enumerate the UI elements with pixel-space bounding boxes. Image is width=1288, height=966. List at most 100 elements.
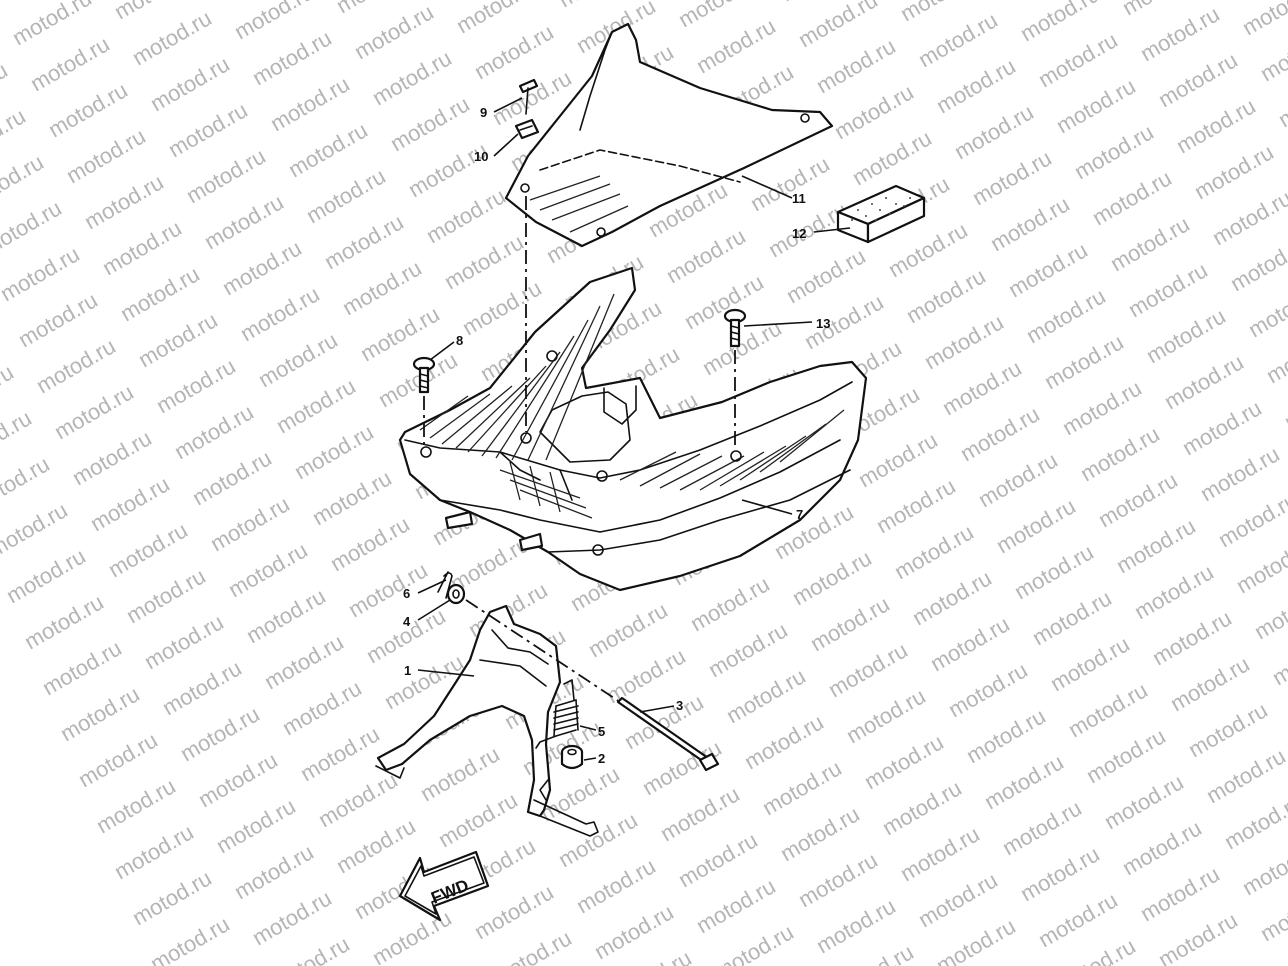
watermark-text: motod.ru <box>620 689 708 754</box>
watermark-text: motod.ru <box>1130 559 1218 624</box>
watermark-text: motod.ru <box>1190 139 1278 204</box>
watermark-text: motod.ru <box>998 795 1086 860</box>
watermark-text: motod.ru <box>110 819 198 884</box>
watermark-text: motod.ru <box>1022 283 1110 348</box>
watermark-text: motod.ru <box>470 879 558 944</box>
watermark-text: motod.ru <box>1208 185 1288 250</box>
watermark-text: motod.ru <box>686 571 774 636</box>
watermark-text: motod.ru <box>944 657 1032 722</box>
watermark-text: motod.ru <box>1160 349 1248 414</box>
watermark-text: motod.ru <box>326 511 414 576</box>
watermark-text: motod.ru <box>920 309 1008 374</box>
watermark-text: motod.ru <box>1076 421 1164 486</box>
watermark-text: motod.ru <box>704 617 792 682</box>
watermark-text: motod.ru <box>176 701 264 766</box>
part-9-screw <box>518 78 539 115</box>
watermark-text: motod.ru <box>140 609 228 674</box>
watermark-text: motod.ru <box>272 373 360 438</box>
callout-11: 11 <box>792 191 806 206</box>
watermark-text: motod.ru <box>182 143 270 208</box>
watermark-text: motod.ru <box>218 235 306 300</box>
watermark-text: motod.ru <box>86 471 174 536</box>
watermark-text: motod.ru <box>1058 375 1146 440</box>
watermark-text: motod.ru <box>812 893 900 958</box>
watermark-text: motod.ru <box>200 189 288 254</box>
watermark-text: motod.ru <box>260 629 348 694</box>
watermark-text: motod.ru <box>164 97 252 162</box>
part-7-floor-board <box>398 266 868 592</box>
watermark-text: motod.ru <box>194 747 282 812</box>
watermark-text: motod.ru <box>932 53 1020 118</box>
watermark-text: motod.ru <box>254 327 342 392</box>
watermark-text: motod.ru <box>1154 47 1242 112</box>
watermark-text: motod.ru <box>224 537 312 602</box>
watermark-text: motod.ru <box>416 741 504 806</box>
watermark-text: motod.ru <box>590 899 678 964</box>
watermark-text: motod.ru <box>1238 0 1288 40</box>
watermark-text: motod.ru <box>170 399 258 464</box>
watermark-text: motod.ru <box>1214 487 1288 552</box>
watermark-text: motod.ru <box>134 307 222 372</box>
watermark-text: motod.ru <box>1184 697 1272 762</box>
watermark-text: motod.ru <box>188 445 276 510</box>
callout-6: 6 <box>403 586 410 601</box>
watermark-text: motod.ru <box>266 71 354 136</box>
watermark-text: motod.ru <box>290 419 378 484</box>
watermark-text: motod.ru <box>308 465 396 530</box>
watermark-text: motod.ru <box>776 801 864 866</box>
part-2-collar <box>560 744 584 770</box>
part-13-bolt <box>723 308 747 348</box>
watermark-text: motod.ru <box>128 865 216 930</box>
watermark-text: motod.ru <box>992 493 1080 558</box>
watermark-text: motod.ru <box>692 13 780 78</box>
watermark-text: motod.ru <box>572 853 660 918</box>
watermark-text: motod.ru <box>986 191 1074 256</box>
watermark-text: motod.ru <box>926 611 1014 676</box>
watermark-text: motod.ru <box>1136 861 1224 926</box>
watermark-text: motod.ru <box>1064 677 1152 742</box>
watermark-text: motod.ru <box>32 333 120 398</box>
watermark-text: motod.ru <box>242 583 330 648</box>
watermark-text: motod.ru <box>830 79 918 144</box>
watermark-text: motod.ru <box>440 229 528 294</box>
watermark-text: motod.ru <box>38 635 126 700</box>
part-12-pad <box>836 184 926 244</box>
leader-lines <box>417 97 851 761</box>
watermark-text: motod.ru <box>680 269 768 334</box>
callout-3: 3 <box>676 698 683 713</box>
part-10-clip <box>514 118 540 140</box>
watermark-text: motod.ru <box>1052 73 1140 138</box>
watermark-text: motod.ru <box>656 781 744 846</box>
watermark-text: motod.ru <box>56 681 144 746</box>
watermark-text: motod.ru <box>1166 651 1254 716</box>
watermark-text: motod.ru <box>74 727 162 792</box>
watermark-text: motod.ru <box>1034 887 1122 952</box>
watermark-text: motod.ru <box>956 401 1044 466</box>
watermark-text: motod.ru <box>1148 605 1236 670</box>
callout-1: 1 <box>404 663 411 678</box>
watermark-text: motod.ru <box>1154 907 1242 966</box>
watermark-text: motod.ru <box>896 821 984 886</box>
callout-10: 10 <box>474 149 488 164</box>
watermark-text: motod.ru <box>284 117 372 182</box>
watermark-text: motod.ru <box>1004 237 1092 302</box>
assembly-lines <box>423 196 736 703</box>
watermark-text: motod.ru <box>344 557 432 622</box>
watermark-text: motod.ru <box>146 51 234 116</box>
watermark-text: motod.ru <box>104 517 192 582</box>
watermark-text: motod.ru <box>968 145 1056 210</box>
watermark-text: motod.ru <box>1172 93 1260 158</box>
watermark-text: motod.ru <box>1070 119 1158 184</box>
watermark-text: motod.ru <box>212 793 300 858</box>
watermark-text: motod.ru <box>470 19 558 84</box>
watermark-text: motod.ru <box>68 425 156 490</box>
watermark-text: motod.ru <box>722 663 810 728</box>
watermark-text: motod.ru <box>692 873 780 938</box>
watermark-text: motod.ru <box>434 787 522 852</box>
watermark-text: motod.ru <box>1196 441 1284 506</box>
watermark-text: motod.ru <box>1202 743 1288 808</box>
watermark-text: motod.ru <box>296 721 384 786</box>
watermark-text: motod.ru <box>854 427 942 492</box>
watermark-text: motod.ru <box>1106 211 1194 276</box>
watermark-text: motod.ru <box>1112 513 1200 578</box>
